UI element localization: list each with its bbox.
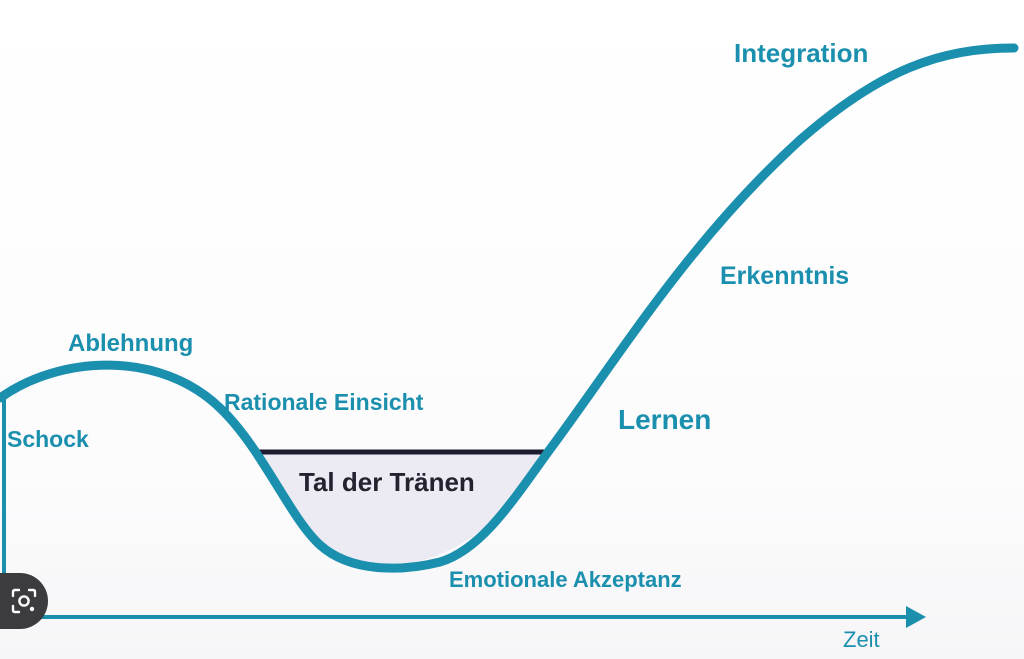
label-emotionale-akzeptanz: Emotionale Akzeptanz — [449, 567, 682, 592]
label-schock: Schock — [7, 426, 89, 452]
x-axis-label: Zeit — [843, 627, 880, 652]
label-ablehnung: Ablehnung — [68, 330, 193, 357]
label-rationale-einsicht: Rationale Einsicht — [224, 389, 424, 415]
label-tal-der-traenen: Tal der Tränen — [299, 467, 475, 497]
change-curve — [0, 43, 1019, 573]
x-axis-arrowhead — [906, 606, 926, 628]
label-integration: Integration — [734, 38, 868, 68]
visual-search-icon — [11, 588, 37, 614]
visual-search-button[interactable] — [0, 573, 48, 629]
label-lernen: Lernen — [618, 404, 711, 435]
valley-area — [255, 452, 547, 566]
label-erkenntnis: Erkenntnis — [720, 262, 849, 290]
